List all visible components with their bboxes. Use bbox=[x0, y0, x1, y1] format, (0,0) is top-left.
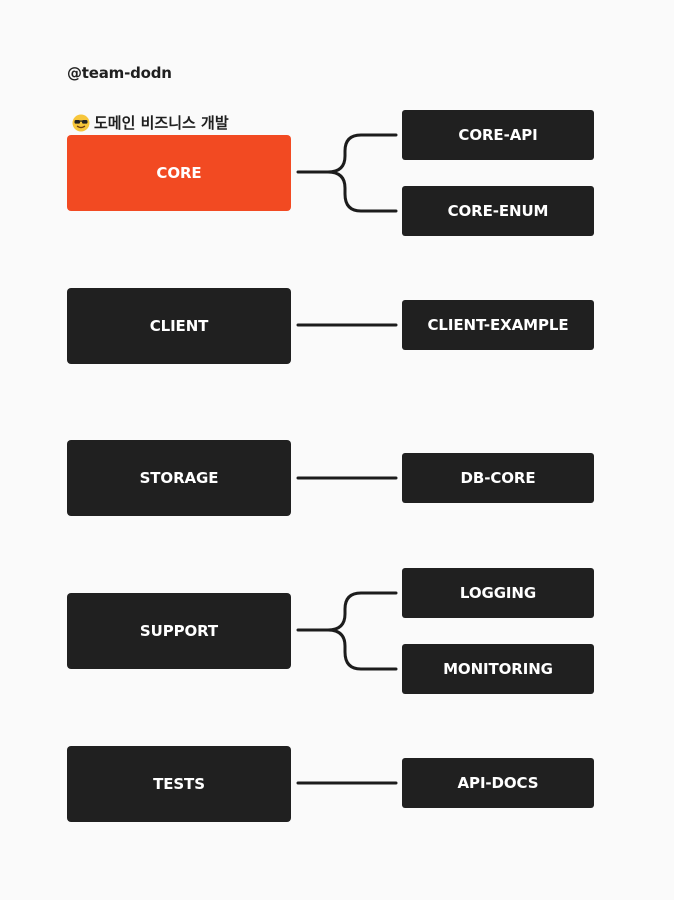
module-storage[interactable]: STORAGE bbox=[67, 440, 291, 516]
submodule-logging[interactable]: LOGGING bbox=[402, 568, 594, 618]
submodule-api-docs[interactable]: API-DOCS bbox=[402, 758, 594, 808]
team-handle: @team-dodn bbox=[67, 64, 172, 82]
sunglasses-face-icon bbox=[72, 114, 90, 132]
module-core[interactable]: CORE bbox=[67, 135, 291, 211]
domain-business-text: 도메인 비즈니스 개발 bbox=[94, 114, 229, 132]
submodule-core-api[interactable]: CORE-API bbox=[402, 110, 594, 160]
domain-business-label: 도메인 비즈니스 개발 bbox=[72, 112, 229, 133]
submodule-core-enum[interactable]: CORE-ENUM bbox=[402, 186, 594, 236]
submodule-client-example[interactable]: CLIENT-EXAMPLE bbox=[402, 300, 594, 350]
module-client[interactable]: CLIENT bbox=[67, 288, 291, 364]
submodule-monitoring[interactable]: MONITORING bbox=[402, 644, 594, 694]
support-connector bbox=[296, 591, 398, 632]
module-support[interactable]: SUPPORT bbox=[67, 593, 291, 669]
core-connector bbox=[296, 133, 398, 174]
module-tests[interactable]: TESTS bbox=[67, 746, 291, 822]
submodule-db-core[interactable]: DB-CORE bbox=[402, 453, 594, 503]
